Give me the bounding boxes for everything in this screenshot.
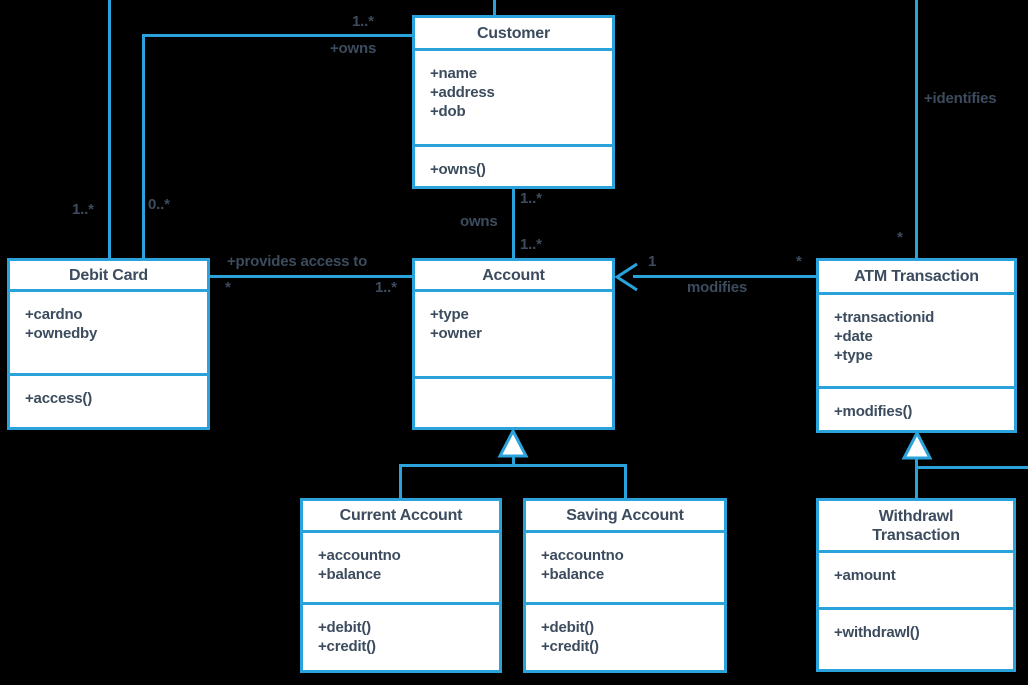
- association-line-atm-account: [633, 275, 816, 278]
- class-debit-card-title: Debit Card: [69, 266, 148, 284]
- class-atm-transaction: ATM Transaction +transactionid +date +ty…: [816, 258, 1017, 433]
- class-customer-title: Customer: [476, 24, 551, 42]
- association-line-debitcard-account: [210, 275, 412, 278]
- generalization-stub-account: [512, 456, 515, 467]
- class-atm-transaction-attributes: +transactionid +date +type: [819, 292, 1014, 386]
- multiplicity-label-card-left: 1..*: [72, 201, 94, 218]
- role-label-modifies: modifies: [687, 279, 748, 296]
- multiplicity-label-provides-account: 1..*: [375, 279, 397, 296]
- role-label-owns-account: owns: [460, 213, 498, 230]
- class-account: Account +type +owner: [412, 258, 615, 430]
- class-current-account-methods: +debit() +credit(): [303, 602, 499, 670]
- class-atm-transaction-title: ATM Transaction: [854, 268, 979, 285]
- class-withdrawl-transaction-attributes: +amount: [819, 550, 1013, 607]
- association-line-customer-top: [493, 0, 496, 16]
- generalization-branch-right: [915, 466, 1028, 469]
- class-customer-methods: +owns(): [415, 144, 612, 186]
- class-withdrawl-transaction: Withdrawl Transaction +amount +withdrawl…: [816, 498, 1016, 672]
- multiplicity-label-owns-debit: 0..*: [148, 196, 170, 213]
- generalization-triangle-atm-icon: [901, 429, 933, 460]
- generalization-stub-atm: [915, 458, 918, 498]
- role-label-identifies: +identifies: [924, 90, 997, 107]
- multiplicity-label-provides-debit: *: [225, 279, 231, 296]
- association-line-customer-account: [512, 188, 515, 258]
- class-current-account-attributes: +accountno +balance: [303, 530, 499, 602]
- class-withdrawl-transaction-methods: +withdrawl(): [819, 607, 1013, 669]
- class-debit-card-attributes: +cardno +ownedby: [10, 289, 207, 373]
- multiplicity-label-modifies-atm: *: [796, 253, 802, 270]
- multiplicity-label-identifies-atm: *: [897, 229, 903, 246]
- association-line-owns-horizontal: [142, 34, 412, 37]
- class-saving-account-methods: +debit() +credit(): [526, 602, 724, 670]
- class-account-methods: [415, 376, 612, 427]
- class-atm-transaction-methods: +modifies(): [819, 386, 1014, 430]
- class-saving-account-attributes: +accountno +balance: [526, 530, 724, 602]
- multiplicity-label-ownsacct-customer: 1..*: [520, 190, 542, 207]
- association-line-owns-vertical: [142, 34, 145, 258]
- association-line-identifies: [915, 0, 918, 258]
- class-customer: Customer +name +address +dob +owns(): [412, 15, 615, 189]
- multiplicity-label-modifies-account: 1: [648, 253, 657, 270]
- class-customer-attributes: +name +address +dob: [415, 48, 612, 144]
- multiplicity-label-owns-customer: 1..*: [352, 13, 374, 30]
- class-debit-card: Debit Card +cardno +ownedby +access(): [7, 258, 210, 430]
- class-current-account: Current Account +accountno +balance +deb…: [300, 498, 502, 673]
- association-line-debitcard-left-vertical: [108, 0, 111, 259]
- generalization-vertical-current: [399, 464, 402, 499]
- class-debit-card-methods: +access(): [10, 373, 207, 427]
- class-account-attributes: +type +owner: [415, 289, 612, 376]
- role-label-owns-card: +owns: [330, 40, 377, 57]
- multiplicity-label-ownsacct-account: 1..*: [520, 236, 542, 253]
- generalization-horizontal-account: [399, 464, 627, 467]
- generalization-vertical-saving: [624, 464, 627, 499]
- class-current-account-title: Current Account: [339, 507, 463, 524]
- generalization-triangle-account-icon: [497, 427, 529, 458]
- class-saving-account: Saving Account +accountno +balance +debi…: [523, 498, 727, 673]
- open-arrowhead-icon: [614, 262, 638, 292]
- class-withdrawl-transaction-title: Withdrawl Transaction: [872, 507, 960, 544]
- class-account-title: Account: [482, 266, 545, 284]
- class-saving-account-title: Saving Account: [566, 507, 684, 524]
- role-label-provides-access: +provides access to: [227, 253, 368, 270]
